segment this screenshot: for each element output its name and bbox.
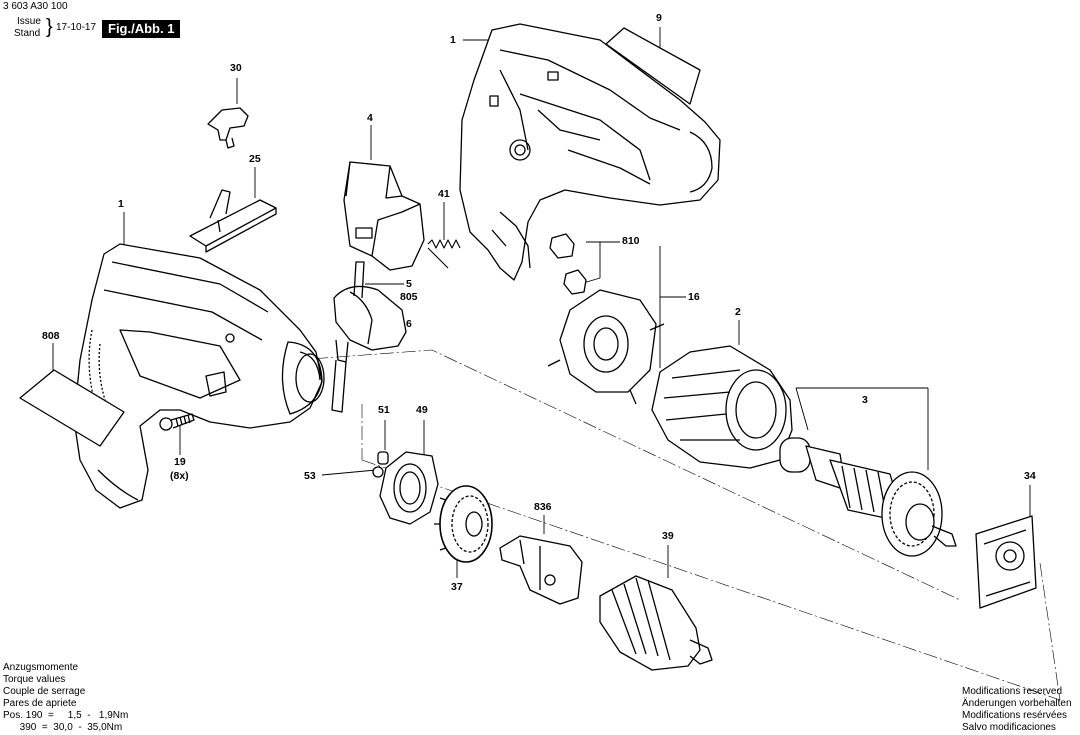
spindle-836 xyxy=(499,535,583,605)
spring-41 xyxy=(427,239,461,269)
nameplate-808 xyxy=(19,369,125,447)
torque-title-es: Pares de apriete xyxy=(3,698,77,709)
callout-16: 16 xyxy=(688,291,700,303)
torque-pos-190: Pos. 190 = 1,5 - 1,9Nm xyxy=(3,710,129,721)
callout-9: 9 xyxy=(656,12,662,24)
callout-1-top: 1 xyxy=(450,34,456,46)
torque-title-de: Anzugsmomente xyxy=(3,662,79,673)
gear-37 xyxy=(434,485,493,563)
issue-date: 17-10-17 xyxy=(56,22,97,33)
carbon-brush-810-b xyxy=(563,269,587,295)
armature-3 xyxy=(779,437,957,557)
torque-title-en: Torque values xyxy=(3,674,66,685)
pin-51 xyxy=(377,451,389,465)
callout-34: 34 xyxy=(1024,470,1036,482)
modifications-de: Änderungen vorbehalten xyxy=(962,698,1072,709)
callout-41: 41 xyxy=(438,188,450,200)
callout-810: 810 xyxy=(622,235,640,247)
callout-1-left: 1 xyxy=(118,198,124,210)
callout-51: 51 xyxy=(378,404,390,416)
modifications-es: Salvo modificaciones xyxy=(962,722,1056,733)
callout-808: 808 xyxy=(42,330,60,342)
torque-pos-390: 390 = 30,0 - 35,0Nm xyxy=(3,722,123,733)
nameplate-9 xyxy=(605,27,701,105)
plate-34 xyxy=(975,515,1037,609)
callout-39: 39 xyxy=(662,530,674,542)
modifications-fr: Modifications resérvées xyxy=(962,710,1068,721)
field-stator-2 xyxy=(651,345,793,469)
callout-2: 2 xyxy=(735,306,741,318)
callout-19: 19 xyxy=(174,456,186,468)
housing-half-main xyxy=(73,243,325,509)
figure-title: Fig./Abb. 1 xyxy=(102,20,181,38)
callout-3: 3 xyxy=(862,394,868,406)
stand-label: Stand xyxy=(14,28,41,39)
slider-25 xyxy=(189,189,277,253)
callout-19-qty: (8x) xyxy=(170,470,189,482)
callout-805: 805 xyxy=(400,291,418,303)
modifications-en: Modifications reserved xyxy=(962,686,1063,697)
screw-19 xyxy=(159,413,195,431)
callout-53: 53 xyxy=(304,470,316,482)
issue-label: Issue xyxy=(17,16,41,27)
clip-30 xyxy=(207,107,249,149)
callout-6: 6 xyxy=(406,318,412,330)
chuck-39 xyxy=(599,575,713,671)
bearing-plate-49 xyxy=(379,451,439,525)
callout-49: 49 xyxy=(416,404,428,416)
torque-title-fr: Couple de serrage xyxy=(3,686,86,697)
callout-37: 37 xyxy=(451,581,463,593)
callout-25: 25 xyxy=(249,153,261,165)
circlip-53 xyxy=(372,466,384,478)
switch-4 xyxy=(343,161,425,271)
document-number: 3 603 A30 100 xyxy=(3,1,68,12)
brush-holder-16 xyxy=(547,233,665,405)
callout-4: 4 xyxy=(367,112,373,124)
callout-30: 30 xyxy=(230,62,242,74)
carbon-brush-810-a xyxy=(549,233,575,259)
brace-glyph: } xyxy=(46,16,53,38)
callout-836: 836 xyxy=(534,501,552,513)
callout-5: 5 xyxy=(406,278,412,290)
housing-half-top xyxy=(459,23,721,281)
power-cable-5-6 xyxy=(331,261,407,413)
